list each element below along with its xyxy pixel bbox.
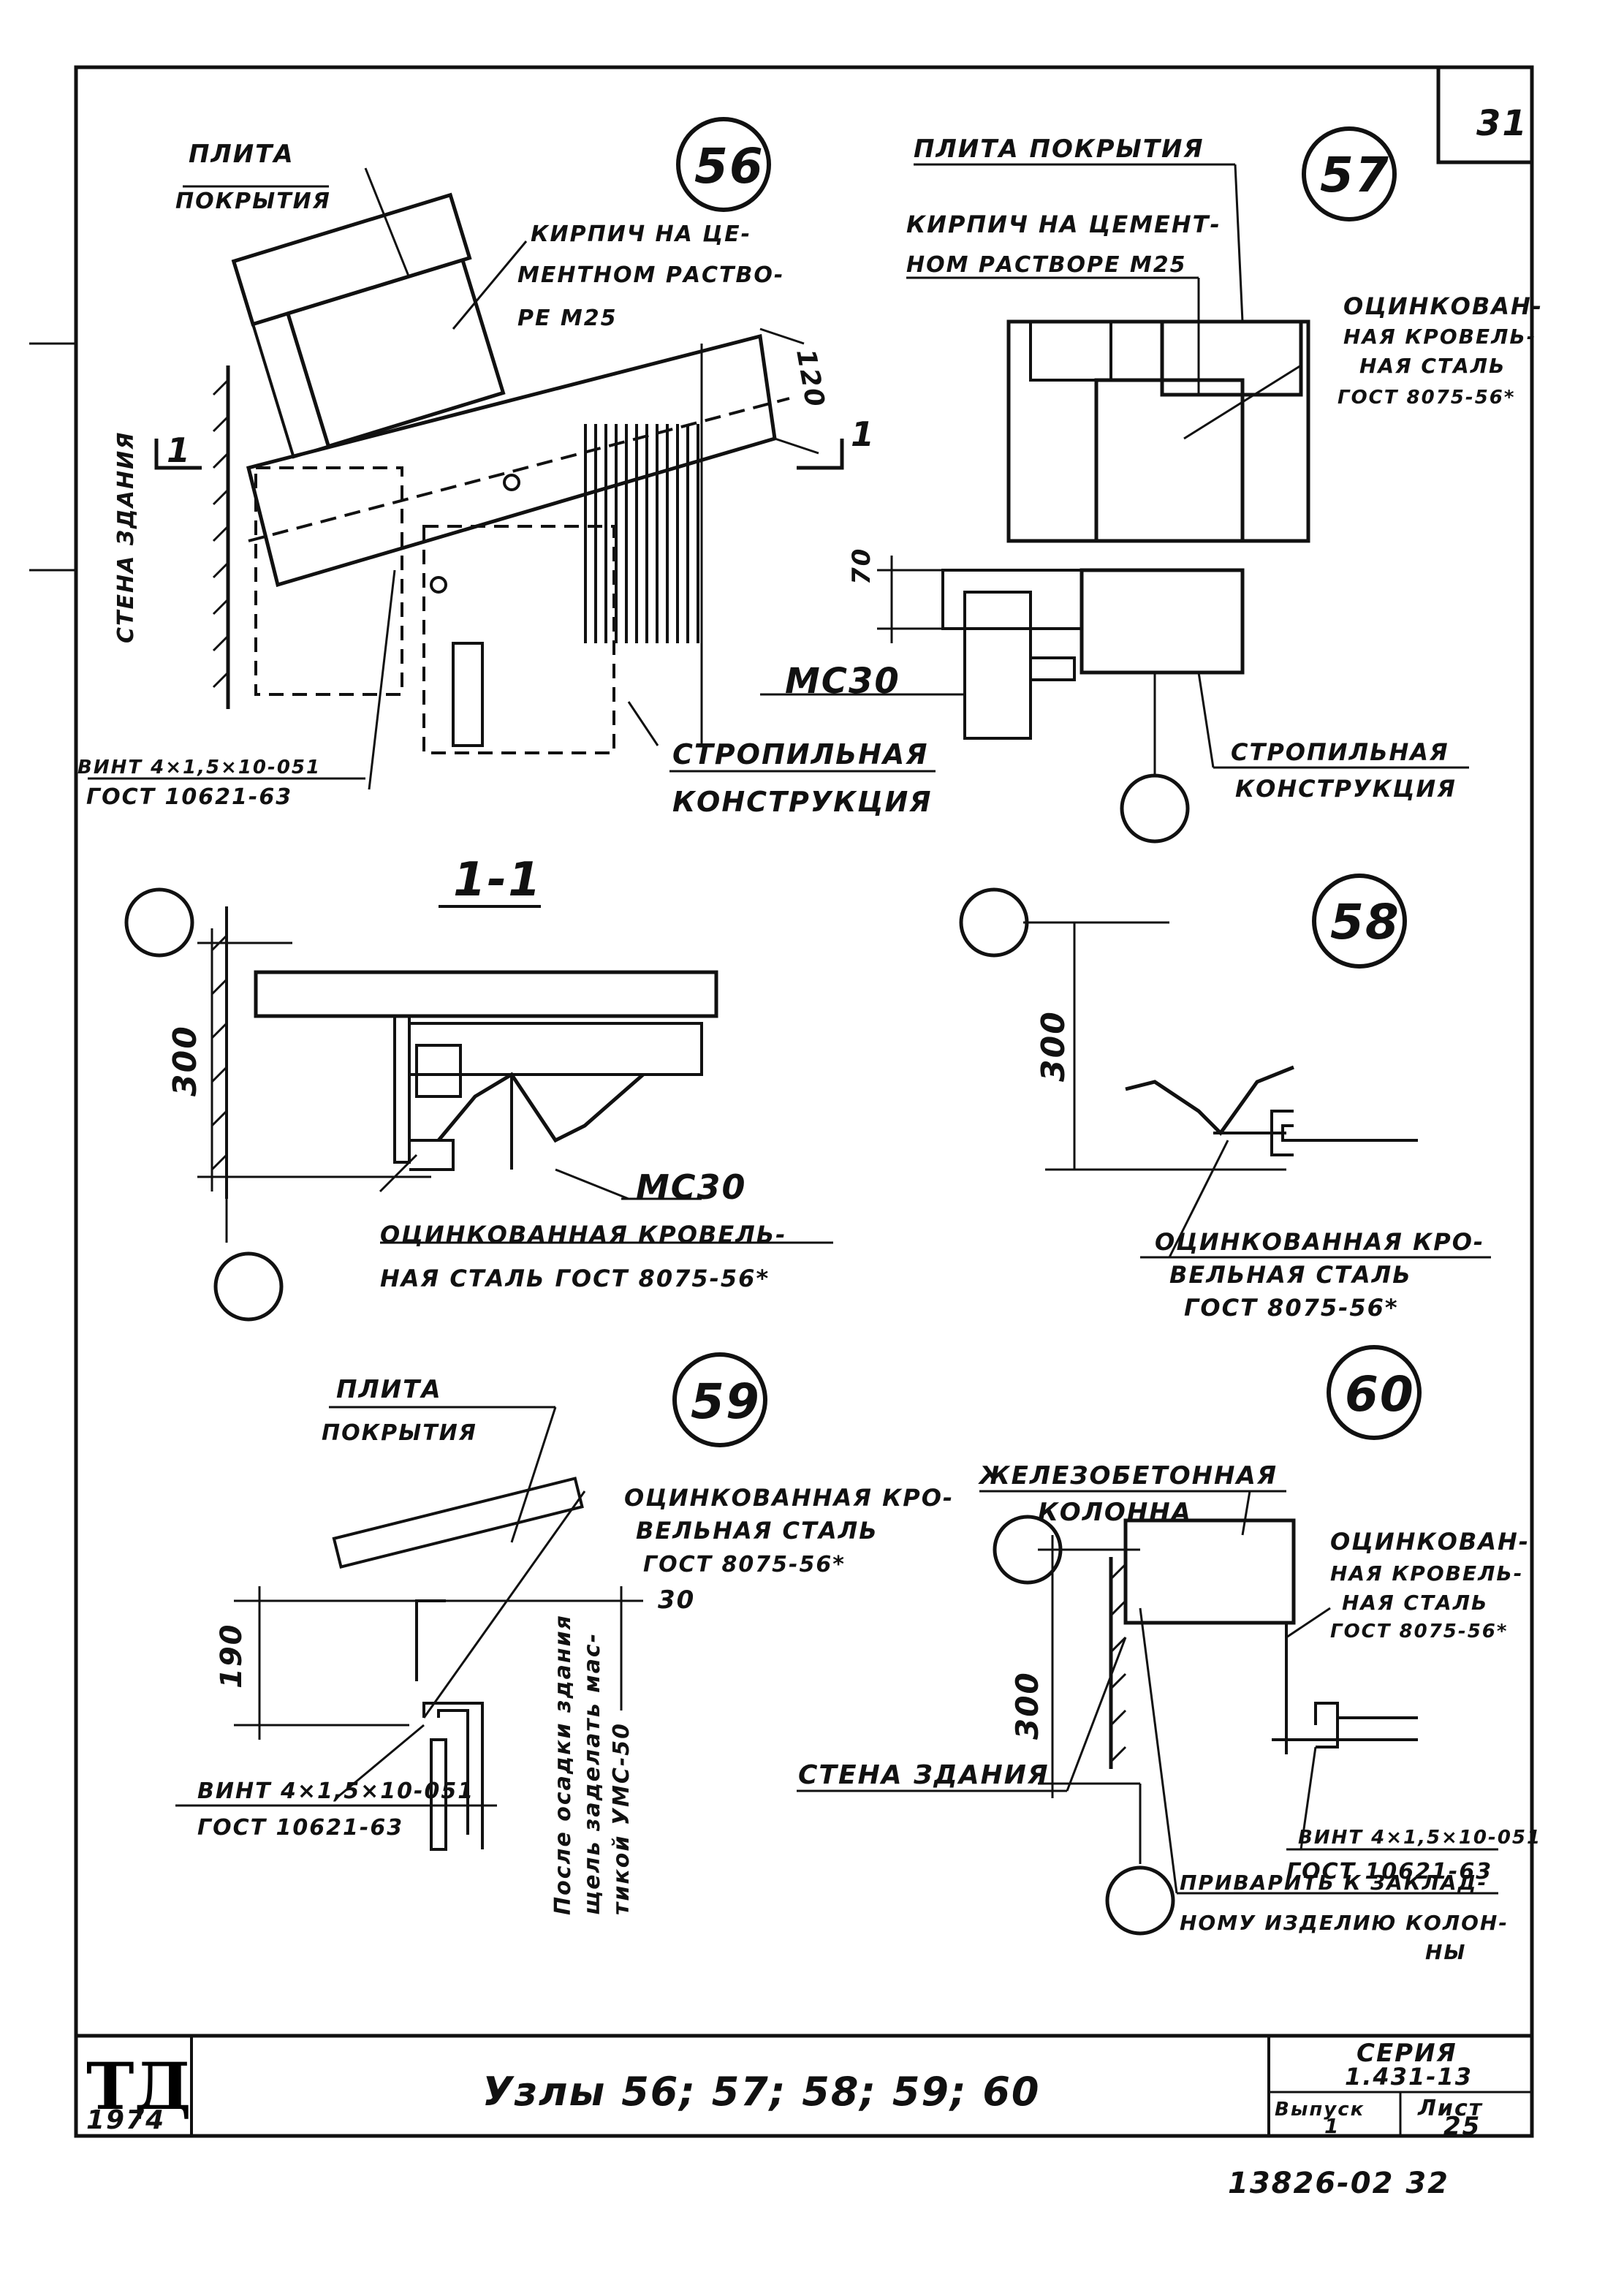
node-60-weld-label-3: НЫ xyxy=(1425,1940,1466,1964)
series-value: 1.431-13 xyxy=(1345,2063,1473,2091)
node-60-weld-label-1: ПРИВАРИТЬ К ЗАКЛАД- xyxy=(1180,1871,1487,1895)
section-1-1-steel-label-1: ОЦИНКОВАННАЯ КРОВЕЛЬ- xyxy=(380,1221,786,1249)
node-59-steel-label-3: ГОСТ 8075-56* xyxy=(643,1552,846,1577)
section-1-1-axis-top xyxy=(124,887,194,958)
node-59-screw-label-1: ВИНТ 4×1,5×10-051 xyxy=(197,1778,474,1804)
sheet-value: 25 xyxy=(1443,2112,1481,2141)
node-57-steel-label-4: ГОСТ 8075-56* xyxy=(1338,387,1515,409)
node-60-wall-label: СТЕНА ЗДАНИЯ xyxy=(798,1760,1050,1790)
node-58-axis-bubble xyxy=(959,887,1029,958)
node-58-number: 58 xyxy=(1330,894,1400,950)
node-57-rafter-label-1: СТРОПИЛЬНАЯ xyxy=(1231,738,1449,766)
sheet-label: Лист xyxy=(1417,2096,1483,2121)
node-59-note-3: тикой УМС-50 xyxy=(609,1722,634,1915)
node-60-steel-label-4: ГОСТ 8075-56* xyxy=(1330,1621,1508,1643)
node-60-badge xyxy=(1327,1345,1422,1440)
node-56-screw-label-1: ВИНТ 4×1,5×10-051 xyxy=(77,757,321,778)
node-60-steel-label-3: НАЯ СТАЛЬ xyxy=(1342,1591,1488,1615)
node-58-dim-300: 300 xyxy=(1035,1010,1072,1082)
node-57-brick-label-2: НОМ РАСТВОРЕ М25 xyxy=(906,252,1187,278)
node-57-drawing xyxy=(760,163,1469,775)
node-57-steel-label-3: НАЯ СТАЛЬ xyxy=(1359,354,1506,378)
node-60-screw-label-1: ВИНТ 4×1,5×10-051 xyxy=(1298,1827,1541,1849)
issue-value: 1 xyxy=(1324,2114,1340,2138)
node-59-dim-190: 190 xyxy=(215,1624,248,1689)
node-58-steel-label-3: ГОСТ 8075-56* xyxy=(1184,1294,1399,1322)
sheet-frame xyxy=(29,65,1534,2138)
section-1-1-mc-label: МС30 xyxy=(636,1167,747,1207)
node-59-screw-label-2: ГОСТ 10621-63 xyxy=(197,1815,403,1841)
node-57-rafter-label-2: КОНСТРУКЦИЯ xyxy=(1235,775,1457,803)
node-59-plate-label-1: ПЛИТА xyxy=(336,1375,442,1404)
node-57-dim-70: 70 xyxy=(847,548,876,585)
node-59-badge xyxy=(672,1352,767,1447)
node-60-drawing xyxy=(797,1490,1498,1895)
sheet-top-number: 31 xyxy=(1476,103,1528,144)
node-57-mc30: МС30 xyxy=(785,661,900,702)
node-57-axis-bubble xyxy=(1120,773,1190,844)
node-58-drawing xyxy=(1023,921,1491,1259)
node-60-axis-top xyxy=(993,1515,1063,1585)
node-56-brick-label-2: МЕНТНОМ РАСТВО- xyxy=(517,262,784,288)
node-58-badge xyxy=(1312,874,1407,969)
node-59-note-2: щель заделать мас- xyxy=(580,1632,605,1915)
node-57-number: 57 xyxy=(1320,147,1390,203)
drawing-year: 1974 xyxy=(86,2105,165,2135)
node-56-plate-label-2: ПОКРЫТИЯ xyxy=(175,189,331,214)
node-59-note-1: После осадки здания xyxy=(550,1614,576,1915)
node-56-rafter-label-2: КОНСТРУКЦИЯ xyxy=(672,786,933,818)
node-56-drawing xyxy=(88,167,936,790)
node-58-steel-label-2: ВЕЛЬНАЯ СТАЛЬ xyxy=(1169,1261,1412,1289)
node-59-dim-30: 30 xyxy=(658,1585,695,1615)
node-60-dim-300: 300 xyxy=(1009,1671,1045,1740)
node-59-number: 59 xyxy=(691,1374,761,1430)
section-1-1-title: 1-1 xyxy=(453,853,542,907)
node-56-brick-label-3: РЕ М25 xyxy=(517,306,618,331)
node-57-plate-label: ПЛИТА ПОКРЫТИЯ xyxy=(914,134,1204,164)
node-59-drawing xyxy=(175,1406,643,1851)
section-1-1-axis-bottom xyxy=(213,1251,284,1322)
node-56-dim-120: 120 xyxy=(790,346,830,410)
node-60-number: 60 xyxy=(1345,1366,1415,1422)
node-59-steel-label-1: ОЦИНКОВАННАЯ КРО- xyxy=(624,1484,954,1512)
node-56-badge xyxy=(676,117,771,212)
archive-stamp: 13826-02 32 xyxy=(1228,2167,1449,2200)
drawing-title: Узлы 56; 57; 58; 59; 60 xyxy=(482,2069,1041,2115)
node-56-brick-label-1: КИРПИЧ НА ЦЕ- xyxy=(531,221,751,247)
section-1-1-steel-label-2: НАЯ СТАЛЬ ГОСТ 8075-56* xyxy=(380,1265,770,1292)
node-60-steel-label-2: НАЯ КРОВЕЛЬ- xyxy=(1330,1561,1523,1585)
node-57-steel-label-2: НАЯ КРОВЕЛЬ- xyxy=(1343,325,1536,349)
node-56-screw-label-2: ГОСТ 10621-63 xyxy=(86,784,292,810)
issue-label: Выпуск xyxy=(1275,2099,1365,2121)
node-60-weld-label-2: НОМУ ИЗДЕЛИЮ КОЛОН- xyxy=(1180,1911,1509,1935)
node-57-steel-label-1: ОЦИНКОВАН- xyxy=(1343,292,1543,320)
section-1-1-drawing xyxy=(197,905,833,1244)
node-60-column-label-2: КОЛОННА xyxy=(1038,1498,1192,1527)
title-block xyxy=(76,2034,1532,2136)
organization-logo: ТД xyxy=(86,2048,191,2124)
node-56-wall-label: СТЕНА ЗДАНИЯ xyxy=(113,431,139,643)
node-56-number: 56 xyxy=(694,138,764,194)
node-56-plate-label: ПЛИТА xyxy=(189,140,295,169)
node-59-steel-label-2: ВЕЛЬНАЯ СТАЛЬ xyxy=(636,1517,879,1545)
node-60-steel-label-1: ОЦИНКОВАН- xyxy=(1330,1528,1530,1556)
section-1-1-dim-300: 300 xyxy=(167,1025,204,1096)
node-56-rafter-label-1: СТРОПИЛЬНАЯ xyxy=(672,738,929,770)
node-57-brick-label-1: КИРПИЧ НА ЦЕМЕНТ- xyxy=(906,211,1221,238)
node-56-cut-left: 1 xyxy=(167,431,191,470)
node-56-cut-right: 1 xyxy=(851,414,876,454)
node-60-column-label-1: ЖЕЛЕЗОБЕТОННАЯ xyxy=(978,1461,1278,1490)
node-60-axis-bottom xyxy=(1105,1865,1175,1936)
node-58-steel-label-1: ОЦИНКОВАННАЯ КРО- xyxy=(1155,1228,1484,1256)
node-60-screw-label-2: ГОСТ 10621-63 xyxy=(1286,1859,1492,1884)
node-57-badge xyxy=(1302,126,1397,221)
series-label: СЕРИЯ xyxy=(1357,2039,1457,2068)
node-59-plate-label-2: ПОКРЫТИЯ xyxy=(322,1420,477,1446)
